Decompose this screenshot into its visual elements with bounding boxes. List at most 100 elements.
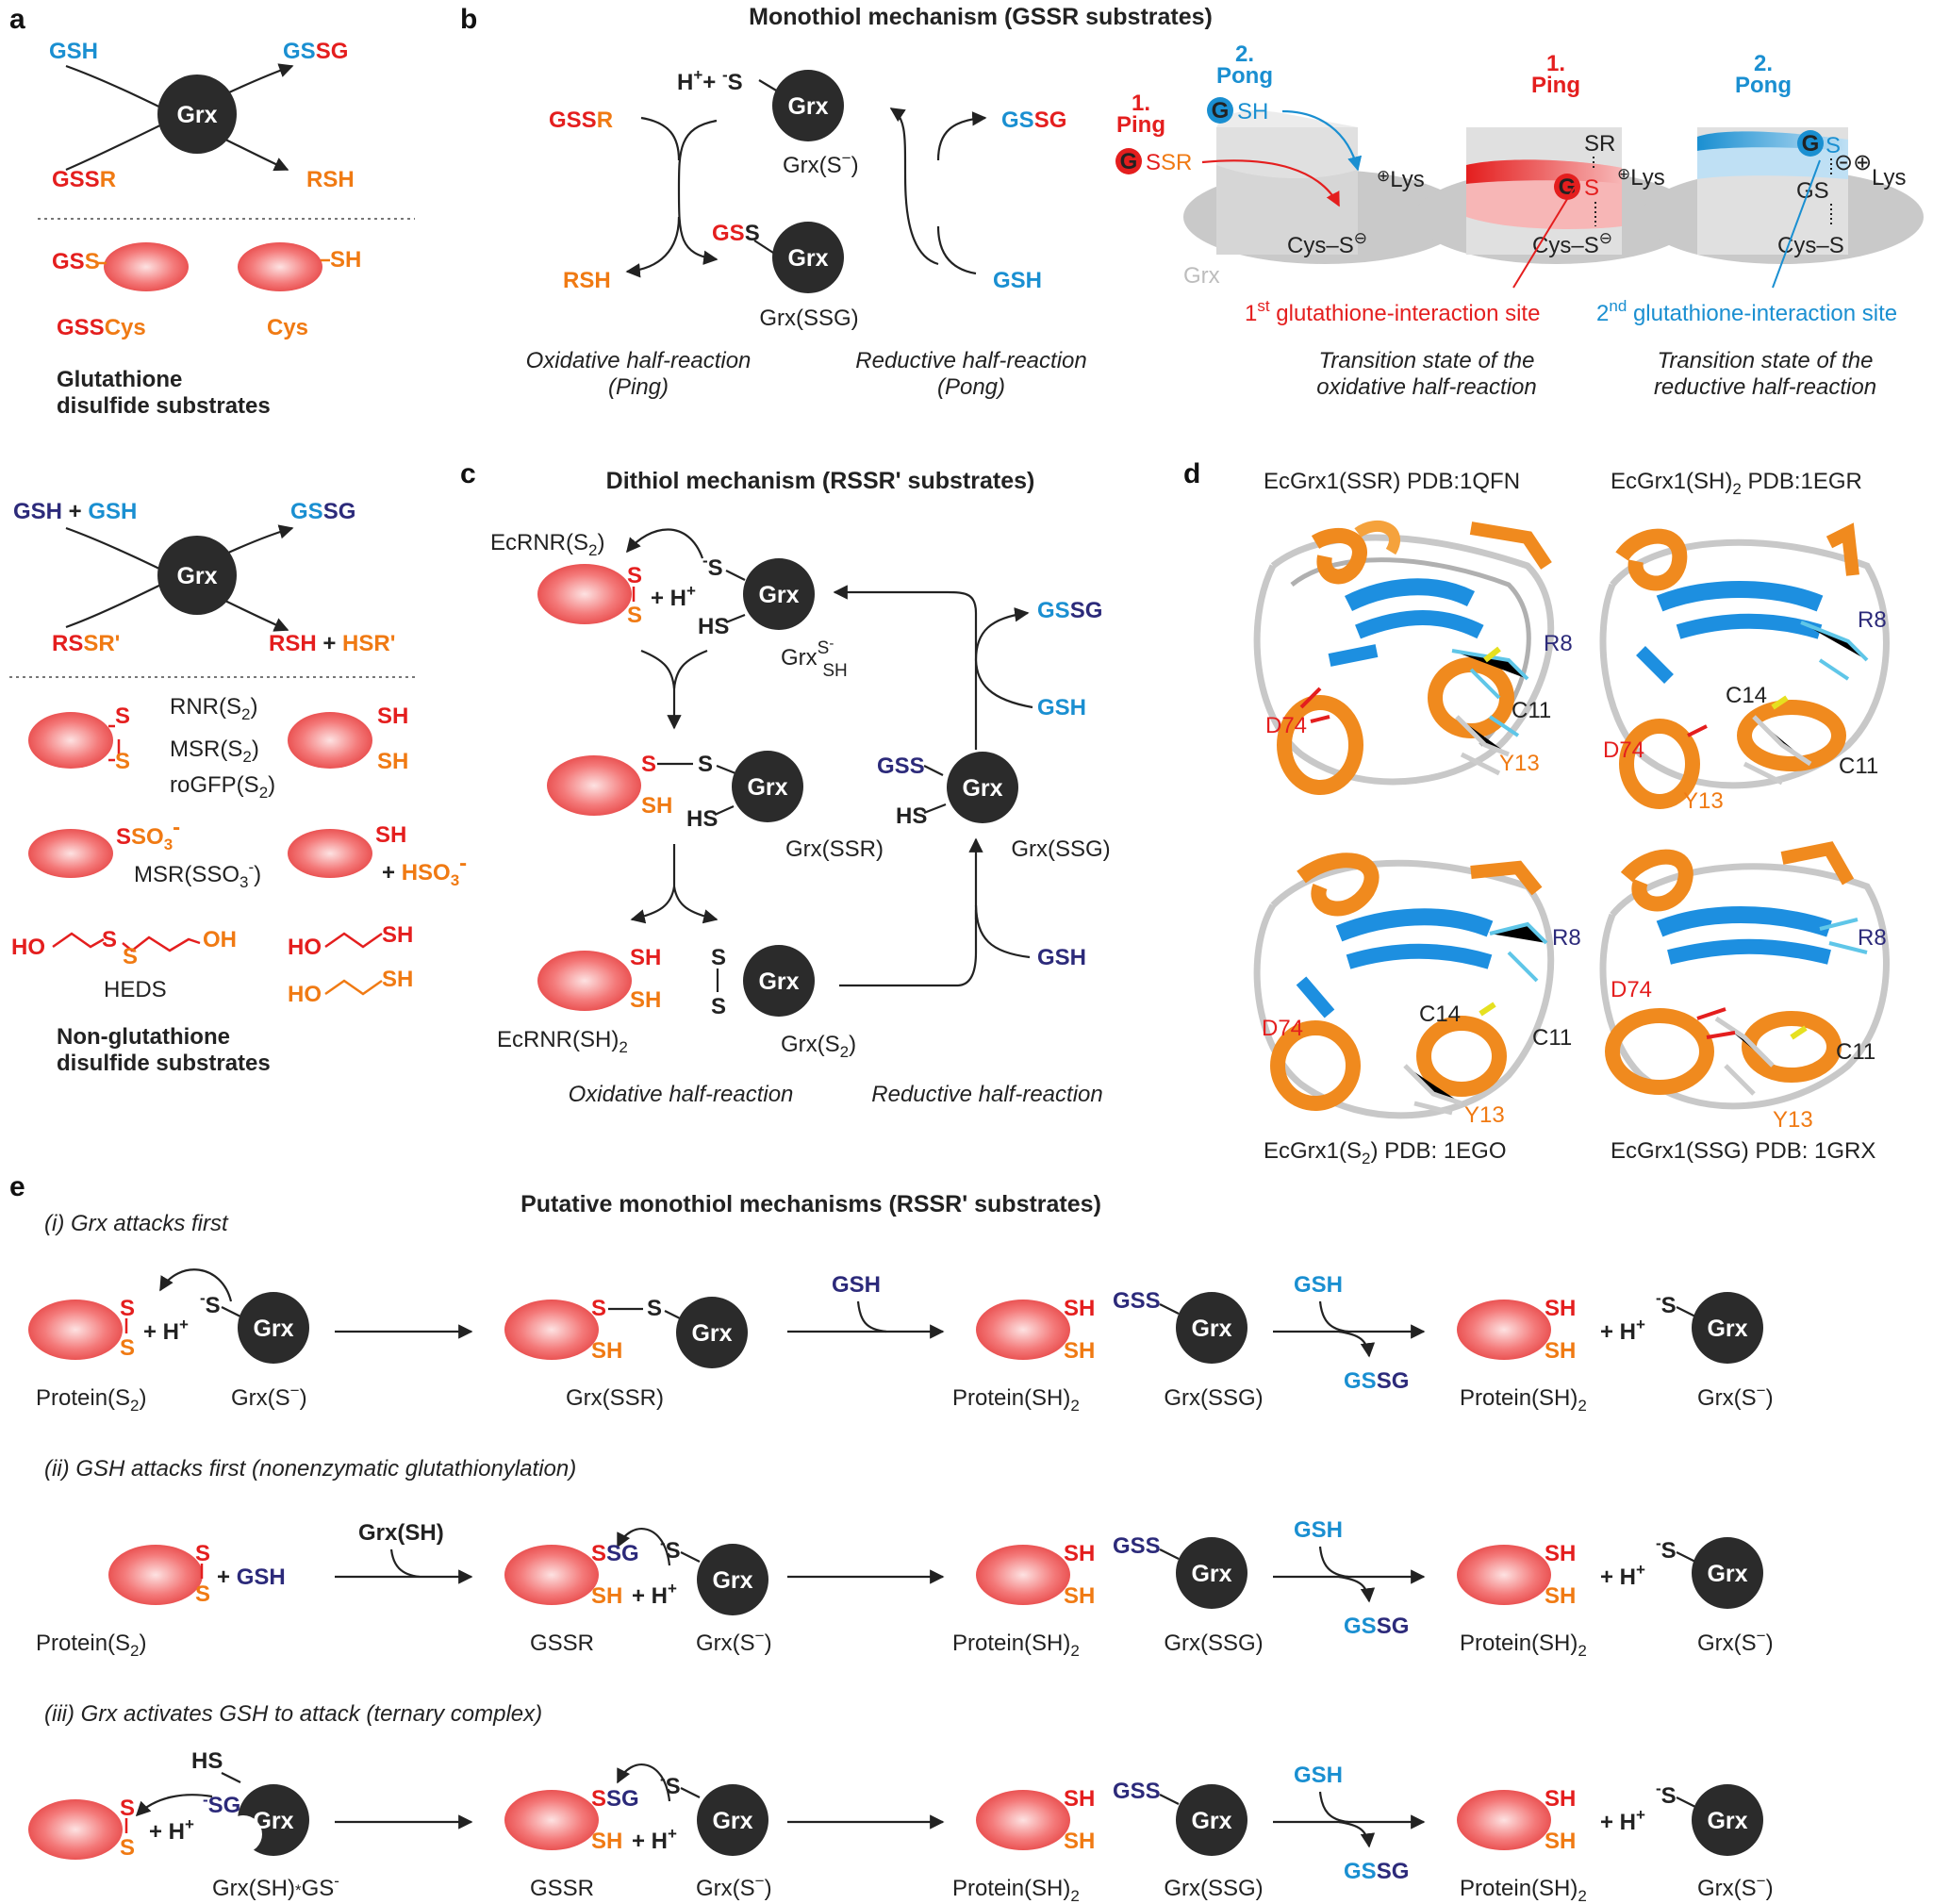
b-s1-g-blue-label: G [1212, 98, 1230, 124]
a-rnr-s2: S [115, 749, 130, 774]
a-rsh-hsr: RSH + HSR' [269, 631, 395, 656]
e-ii-grx-2-label: Grx [1191, 1561, 1231, 1587]
e-ii-ssg: SSG [591, 1541, 639, 1566]
e-ii-grx-3-label: Grx [1707, 1561, 1747, 1587]
e-i-grx-2 [676, 1297, 748, 1368]
e-iii-grx-3-label: Grx [1191, 1808, 1231, 1834]
e-ii-grx-s-2: Grx(S−) [1697, 1627, 1774, 1656]
e-ii-grx-s: Grx(S−) [696, 1627, 772, 1656]
b-s1-ssr: SSR [1146, 150, 1192, 175]
b-s1-red-arrow [1201, 159, 1340, 207]
b-pong-in [936, 225, 977, 275]
b-gss-bond [753, 240, 774, 254]
b-s2-g [1554, 174, 1580, 200]
c-grx-ssr: Grx(SSR) [785, 836, 884, 862]
e-ii-sminus: -S [660, 1534, 681, 1564]
c-grx-s2-s-bot: S [711, 994, 726, 1019]
b-rsh: RSH [563, 268, 611, 293]
b-gssg: GSSG [1001, 108, 1066, 133]
e-iii-hs: HS [191, 1748, 223, 1774]
c-split-left [630, 886, 676, 924]
a-rsh: RSH [306, 167, 355, 192]
e-iii-prot-ox [28, 1799, 123, 1860]
e-i-sminus-2: -S [1656, 1289, 1677, 1318]
e-iii-sbond [680, 1787, 701, 1798]
e-ii-prot-gssr [504, 1545, 599, 1605]
d4-r8: R8 [1858, 925, 1887, 951]
c-mixed-bond [716, 764, 736, 775]
a-heds-org-chain [324, 979, 383, 996]
c-gsh-blue: GSH [1037, 695, 1086, 720]
c-grx-label-3: Grx [758, 969, 799, 995]
e-i-attack [159, 1268, 233, 1302]
a-rnr-disulfide [108, 724, 121, 762]
e-ii-sbond-2 [1676, 1551, 1696, 1563]
c-loop-top [833, 585, 978, 660]
e-iii-grx-sh-gs: Grx(SH)*GS- [212, 1872, 339, 1901]
c-rnr-ox [537, 564, 632, 624]
e-i-gssg-out [1338, 1330, 1376, 1358]
a-gsscys-label: GSSCys [57, 315, 146, 340]
e-ii-s1: S [195, 1541, 210, 1566]
e-i-gss: GSS [1113, 1288, 1161, 1314]
a-red-sh2: SH [377, 749, 408, 774]
a-heds-ho-org: HO [288, 982, 322, 1007]
b-ts-red-2: reductive half-reaction [1654, 374, 1876, 400]
d-title-3: EcGrx1(S2) PDB: 1EGO [1264, 1138, 1507, 1167]
a-heds-red-chain [324, 932, 383, 949]
c-rnr-mixed-s: S [641, 752, 656, 777]
e-iii-hplus: + H+ [149, 1815, 194, 1845]
c-grx-ball-4 [947, 752, 1018, 823]
e-iii-gsh-blue-in [1318, 1791, 1349, 1824]
d-title-2: EcGrx1(SH)2 PDB:1EGR [1611, 469, 1862, 498]
e-iii-gss-bond [1159, 1794, 1180, 1805]
e-ii-gssg-out [1338, 1575, 1376, 1603]
e-iii-s1: S [120, 1796, 135, 1821]
c-ecrnr-s2: EcRNR(S2) [490, 530, 604, 559]
c-s-bond [725, 570, 746, 581]
a-grx-label: Grx [176, 102, 217, 128]
a-heds-s2: S [123, 944, 138, 969]
a-rssr: RSSR' [52, 631, 120, 656]
c-gsh-navy-in [974, 904, 1031, 959]
d1-y13: Y13 [1499, 751, 1540, 776]
d-structure-2: R8 C14 C11 D74 Y13 [1598, 505, 1924, 816]
e-title: Putative monothiol mechanisms (RSSR' sub… [520, 1191, 1101, 1217]
b-grx-label-2: Grx [787, 245, 828, 272]
e-i-prot-mixed [504, 1300, 599, 1360]
a-gsscys-protein [104, 242, 189, 291]
e-ii-grx-2 [1176, 1537, 1247, 1609]
e-ii-sminus-2: -S [1656, 1534, 1677, 1564]
a-rnr-label: RNR(S2) [170, 694, 257, 723]
e-ii-gssg: GSSG [1344, 1614, 1409, 1639]
b-gsh: GSH [993, 268, 1042, 293]
e-iii-gssg-out [1338, 1820, 1376, 1848]
c-rnr-red-sh1: SH [630, 945, 661, 970]
a-rnr-protein-red [288, 712, 372, 769]
c-grx-s-sh: GrxS-SH [781, 636, 848, 681]
e-iii-grx-3 [1176, 1784, 1247, 1856]
e-iii-prot-red-2 [1457, 1790, 1551, 1850]
e-iii-grx-s: Grx(S−) [696, 1872, 772, 1901]
a-grx-ball [157, 75, 237, 154]
a-red-sh1: SH [377, 704, 408, 729]
b-title: Monothiol mechanism (GSSR substrates) [749, 4, 1213, 30]
e-ii-prot-red [976, 1545, 1070, 1605]
c-grx-ball-1 [743, 558, 815, 630]
a-msr-sso3-protein [28, 829, 113, 878]
b-s1-g-blue [1207, 97, 1233, 124]
a-gss-attach: GSS [52, 249, 100, 274]
e-iii-label: (iii) Grx activates GSH to attack (terna… [44, 1701, 542, 1727]
e-iii-red2-sh1: SH [1545, 1786, 1576, 1812]
c-gsh-navy: GSH [1037, 945, 1086, 970]
c-title: Dithiol mechanism (RSSR' substrates) [606, 468, 1035, 494]
e-iii-gss: GSS [1113, 1779, 1161, 1804]
a-heds-chain [52, 932, 201, 952]
c-grx-s2: Grx(S2) [781, 1032, 856, 1061]
a-heds-s1: S [102, 927, 117, 952]
panel-b: b Monothiol mechanism (GSSR substrates) … [460, 4, 1924, 400]
a-grx-label-2: Grx [176, 563, 217, 589]
a-grx-ball-2 [157, 536, 237, 615]
c-gsh-blue-in [974, 659, 1033, 709]
e-iii-grx-4-label: Grx [1707, 1808, 1747, 1834]
